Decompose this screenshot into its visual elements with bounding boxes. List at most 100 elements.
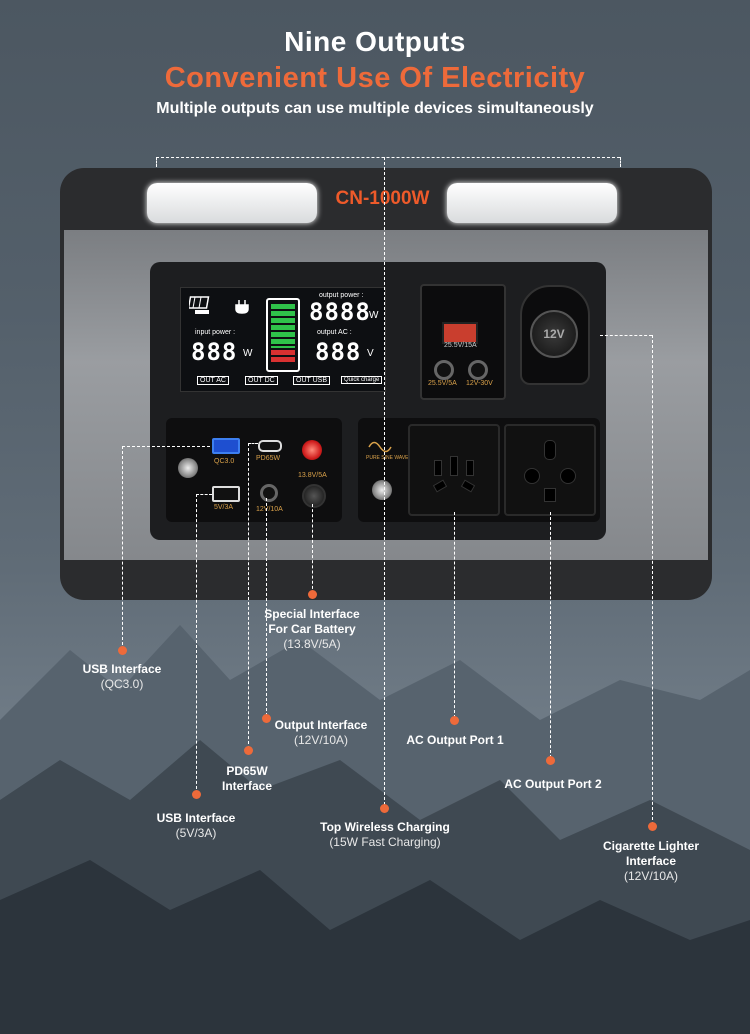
usb-c-pd-port[interactable] xyxy=(258,440,282,452)
callout-usb-5v: USB Interface (5V/3A) xyxy=(136,811,256,841)
leader-cig xyxy=(652,335,653,825)
leader-pd-h xyxy=(248,443,258,444)
cigarette-lighter-voltage: 12V xyxy=(543,327,565,341)
lcd-indicator-out-usb: OUT USB xyxy=(293,376,330,385)
callout-ac-2: AC Output Port 2 xyxy=(494,777,612,792)
callout-usb-qc: USB Interface (QC3.0) xyxy=(60,662,184,692)
callout-ac-1-title: AC Output Port 1 xyxy=(406,733,504,747)
callout-pd-line1: PD65W xyxy=(226,764,268,778)
leader-pd xyxy=(248,443,249,749)
dc-5521-port[interactable] xyxy=(260,484,278,502)
callout-wireless: Top Wireless Charging (15W Fast Charging… xyxy=(306,820,464,850)
dc-power-button[interactable] xyxy=(178,458,198,478)
callout-car-battery-line2: For Car Battery xyxy=(268,622,356,636)
callout-car-battery-detail: (13.8V/5A) xyxy=(283,637,341,651)
ac-power-button[interactable] xyxy=(372,480,392,500)
right-light-bar xyxy=(447,183,617,223)
callout-cig-detail: (12V/10A) xyxy=(623,869,679,883)
lcd-unit-v: V xyxy=(367,348,374,359)
usb-5v-port[interactable] xyxy=(212,486,240,502)
lcd-unit-w-left: W xyxy=(243,348,253,359)
pure-sine-wave-label: PURE SINE WAVE xyxy=(366,455,409,461)
callout-cig-line2: Interface xyxy=(625,854,677,868)
marker-output-interface xyxy=(262,714,271,723)
callout-car-battery-line1: Special Interface xyxy=(264,607,360,621)
callout-pd: PD65W Interface xyxy=(204,764,290,794)
lcd-indicator-out-ac: OUT AC xyxy=(197,376,229,385)
battery-level-icon xyxy=(266,298,300,372)
lcd-indicator-out-dc: OUT DC xyxy=(245,376,278,385)
callout-output-interface: Output Interface (12V/10A) xyxy=(266,718,376,748)
dc-input-b[interactable] xyxy=(468,360,488,380)
wireless-zone-left xyxy=(156,157,157,167)
lcd-input-power-label: input power : xyxy=(195,329,236,336)
dc-input-a[interactable] xyxy=(434,360,454,380)
usb-5v-label: 5V/3A xyxy=(214,504,234,511)
callout-usb-5v-title: USB Interface xyxy=(156,811,236,825)
callout-usb-qc-title: USB Interface xyxy=(82,662,162,676)
leader-ac-2 xyxy=(550,512,551,758)
headline-title: Nine Outputs xyxy=(284,26,466,57)
car-battery-red-terminal[interactable] xyxy=(302,440,322,460)
marker-usb-5v xyxy=(192,790,201,799)
dc-input-a-label: 25.5V/5A xyxy=(428,380,457,387)
marker-wireless xyxy=(380,804,389,813)
usb-qc3-port[interactable] xyxy=(212,438,240,454)
marker-car-battery xyxy=(308,590,317,599)
callout-wireless-detail: (15W Fast Charging) xyxy=(329,835,441,849)
marker-ac-1 xyxy=(450,716,459,725)
leader-cig-h xyxy=(600,335,652,336)
leader-output-interface xyxy=(266,498,267,716)
car-battery-black-terminal[interactable] xyxy=(302,484,326,508)
cigarette-lighter-cap[interactable]: 12V xyxy=(530,310,578,358)
dc-5521-label: 12V/10A xyxy=(256,506,283,513)
callout-output-interface-title: Output Interface xyxy=(274,718,368,732)
wireless-zone-line xyxy=(156,157,620,158)
callout-usb-5v-detail: (5V/3A) xyxy=(175,826,217,840)
callout-pd-line2: Interface xyxy=(221,779,273,793)
anderson-port-label: 25.5V/15A xyxy=(444,342,477,349)
callout-cig: Cigarette Lighter Interface (12V/10A) xyxy=(590,839,712,884)
leader-usb-5v-h xyxy=(196,494,212,495)
lcd-output-ac-digits: 888 xyxy=(315,338,362,366)
leader-usb-5v xyxy=(196,494,197,794)
car-battery-label: 13.8V/5A xyxy=(298,472,327,479)
usb-c-pd-label: PD65W xyxy=(256,455,281,462)
marker-ac-2 xyxy=(546,756,555,765)
sine-wave-icon xyxy=(368,441,392,453)
marker-pd xyxy=(244,746,253,755)
callout-usb-qc-detail: (QC3.0) xyxy=(100,677,144,691)
callout-car-battery: Special Interface For Car Battery (13.8V… xyxy=(256,607,368,652)
callout-wireless-title: Top Wireless Charging xyxy=(320,820,450,834)
model-label: CN-1000W xyxy=(335,188,430,209)
plug-icon xyxy=(235,300,249,314)
lcd-output-ac-label: output AC : xyxy=(317,329,352,336)
solar-panel-icon xyxy=(189,296,210,314)
headline-tagline: Multiple outputs can use multiple device… xyxy=(156,100,594,117)
leader-usb-qc xyxy=(122,446,123,650)
dc-input-b-label: 12V-30V xyxy=(466,380,493,387)
marker-cig xyxy=(648,822,657,831)
left-light-bar xyxy=(147,183,317,223)
leader-usb-qc-h xyxy=(122,446,210,447)
leader-ac-1 xyxy=(454,512,455,718)
lcd-unit-w-top: W xyxy=(369,310,379,321)
callout-ac-2-title: AC Output Port 2 xyxy=(504,777,602,791)
wireless-zone-right xyxy=(620,157,621,167)
callout-ac-1: AC Output Port 1 xyxy=(396,733,514,748)
callout-output-interface-detail: (12V/10A) xyxy=(293,733,349,747)
callout-cig-line1: Cigarette Lighter xyxy=(602,839,699,853)
marker-usb-qc xyxy=(118,646,127,655)
lcd-output-power-label: output power : xyxy=(319,292,364,299)
usb-qc3-label: QC3.0 xyxy=(214,458,235,465)
ac-outlet-2[interactable] xyxy=(504,424,596,516)
lcd-input-power-digits: 888 xyxy=(191,338,238,366)
anderson-port[interactable] xyxy=(442,322,478,344)
lcd-output-power-digits: 8888 xyxy=(309,298,371,326)
lcd-indicator-quick-charge: Quick charge xyxy=(341,376,383,384)
headline-subtitle: Convenient Use Of Electricity xyxy=(164,62,586,94)
leader-car-battery xyxy=(312,504,313,594)
ac-outlet-1[interactable] xyxy=(408,424,500,516)
leader-wireless xyxy=(384,157,385,805)
